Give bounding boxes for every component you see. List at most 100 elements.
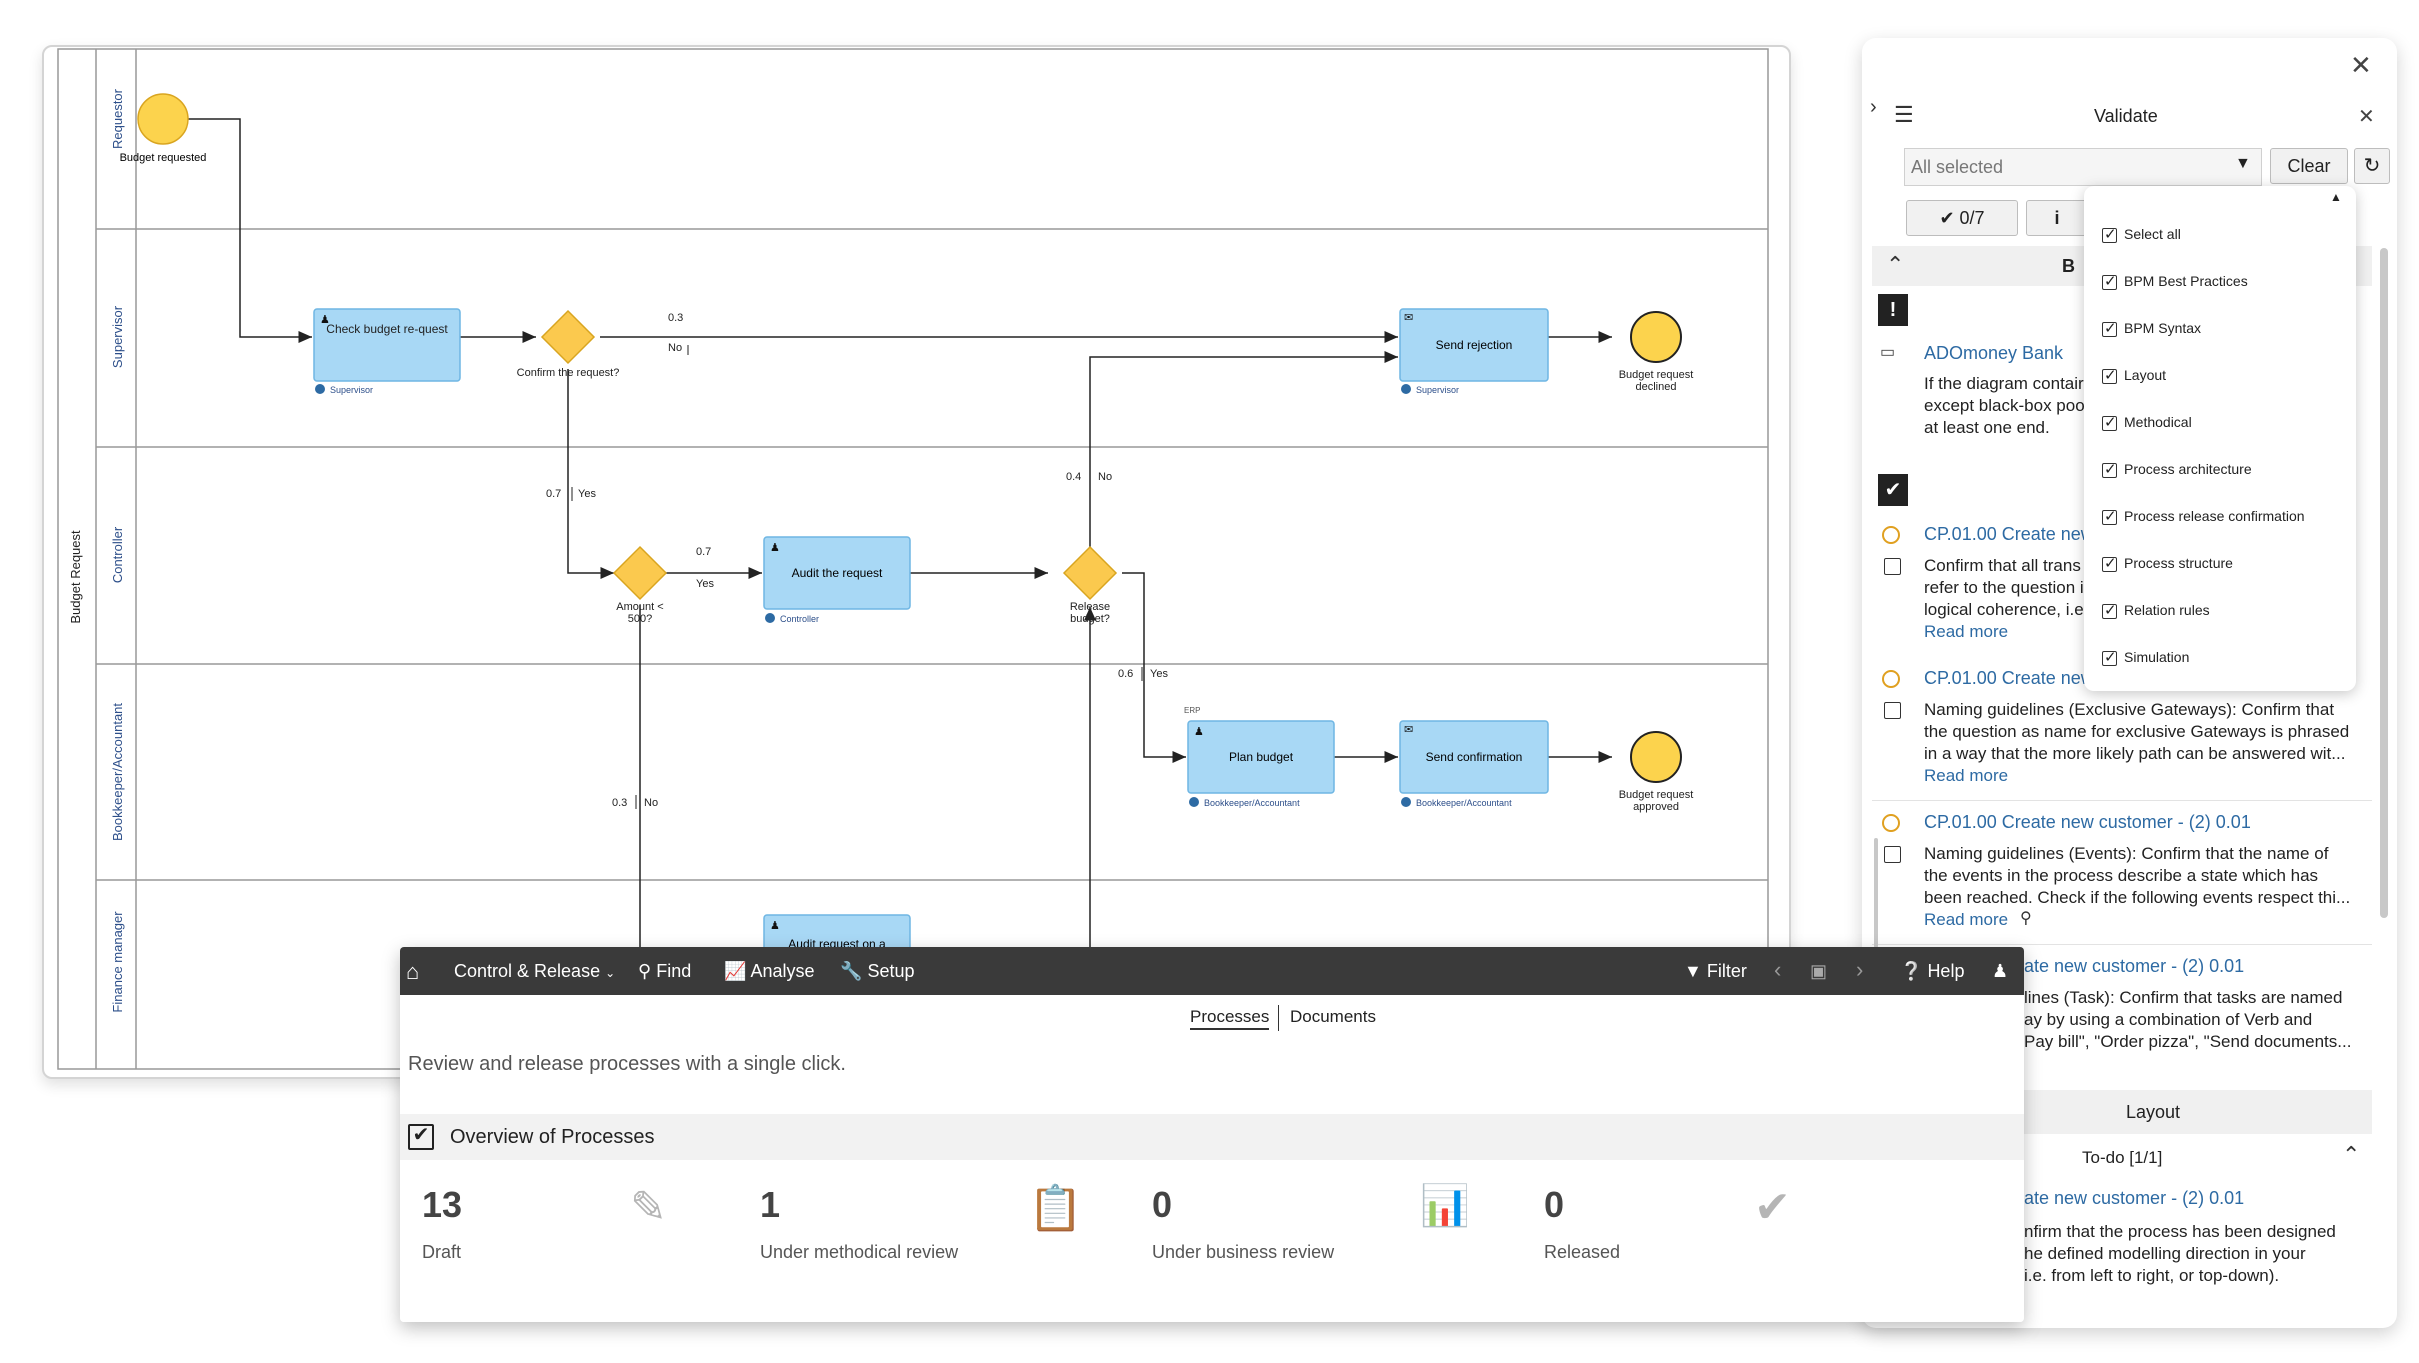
person-icon: ♟: [320, 314, 330, 326]
refresh-icon[interactable]: ↻: [2354, 148, 2390, 184]
pencil-icon: ✎: [630, 1183, 667, 1232]
rule-4-text-3: Pay bill", "Order pizza", "Send document…: [2024, 1032, 2352, 1051]
rule-4-ref[interactable]: ate new customer - (2) 0.01: [2024, 956, 2245, 976]
lane-label-bookkeeper: Bookkeeper/Accountant: [110, 703, 125, 841]
rule-filter-select[interactable]: All selected ▼: [1904, 148, 2262, 186]
rule-4-text-1: lines (Task): Confirm that tasks are nam…: [2024, 988, 2343, 1007]
person-icon: ♟: [770, 920, 780, 932]
lane-label-finance-manager: Finance manager: [110, 911, 125, 1013]
section-letter: B: [2062, 256, 2075, 276]
diagram-icon: ▭: [1880, 344, 1896, 361]
pending-icon: [1882, 526, 1900, 544]
collapse-panel-icon[interactable]: ›: [1870, 96, 1877, 118]
task-role-audit-request: Controller: [780, 614, 819, 624]
left-scroll-indicator[interactable]: [1874, 838, 1878, 948]
help-icon: ❔: [1900, 961, 1923, 981]
menu-analyse[interactable]: 📈 Analyse: [724, 961, 815, 981]
flow-label-amount-yes: Yes: [696, 578, 714, 590]
category-filter-dropdown[interactable]: ▲ Select all BPM Best Practices BPM Synt…: [2084, 186, 2356, 691]
scrollbar-thumb[interactable]: [2380, 248, 2388, 918]
rule-3-text-2: the events in the process describe a sta…: [1924, 866, 2319, 885]
rule-2-text-3: in a way that the more likely path can b…: [1924, 744, 2346, 763]
page-description: Review and release processes with a sing…: [408, 1053, 846, 1075]
rule-3-read-more[interactable]: Read more: [1924, 910, 2009, 929]
task-plan-budget[interactable]: ERP ♟ Plan budget Bookkeeper/Accountant: [1184, 706, 1335, 808]
lightbulb-icon: ⚲: [2020, 910, 2032, 927]
start-event-circle[interactable]: [137, 93, 189, 145]
tab-documents[interactable]: Documents: [1290, 1007, 1376, 1026]
layout-section-title: Layout: [2126, 1102, 2181, 1122]
chevron-up-icon: ⌃: [1886, 252, 1905, 277]
pending-icon: [1882, 814, 1900, 832]
rule-1-read-more[interactable]: Read more: [1924, 622, 2009, 641]
tab-processes[interactable]: Processes: [1190, 1007, 1270, 1030]
task-audit-request[interactable]: ♟ Audit the request Controller: [763, 536, 911, 624]
rule-5-text-3: i.e. from left to right, or top-down).: [2024, 1266, 2280, 1285]
scroll-up-arrow-icon[interactable]: ▲: [2330, 190, 2342, 204]
home-icon[interactable]: ⌂: [406, 959, 420, 984]
control-release-app[interactable]: ⌂ Control & Release ⌄ ⚲ Find 📈 Analyse 🔧…: [400, 947, 2024, 1322]
task-role-check-budget: Supervisor: [330, 385, 373, 395]
gateway-release-budget[interactable]: Release budget?: [1052, 545, 1128, 637]
end-event-declined-circle[interactable]: [1630, 311, 1682, 363]
close-window-icon[interactable]: ✕: [2350, 50, 2372, 80]
menu-filter[interactable]: ▼ Filter: [1684, 961, 1747, 981]
item-bank-title[interactable]: ADOmoney Bank: [1924, 343, 2064, 363]
clear-button[interactable]: Clear: [2270, 148, 2348, 184]
checkbox-icon[interactable]: ✔: [408, 1124, 434, 1150]
kpi-card-released[interactable]: 0 Released ✔: [1522, 1162, 2024, 1322]
close-panel-icon[interactable]: ✕: [2358, 106, 2375, 128]
chevron-down-icon: ⌄: [605, 966, 616, 980]
gateway-amount[interactable]: Amount < 500?: [604, 545, 676, 637]
task-send-rejection[interactable]: ✉ Send rejection Supervisor: [1399, 308, 1549, 395]
rule-1-checkbox[interactable]: [1884, 558, 1901, 575]
menu-help[interactable]: ❔ Help: [1900, 961, 1965, 981]
forward-arrow-icon[interactable]: ›: [1856, 957, 1864, 982]
rule-filter-value: All selected: [1911, 157, 2004, 177]
task-role-send-confirmation: Bookkeeper/Accountant: [1416, 798, 1512, 808]
rule-3-ref[interactable]: CP.01.00 Create new customer - (2) 0.01: [1924, 812, 2251, 832]
user-icon[interactable]: ♟: [1992, 961, 2009, 981]
person-icon: ♟: [770, 542, 780, 554]
chart-check-icon: 📊: [1420, 1184, 1470, 1228]
passed-count-badge[interactable]: ✔ 0/7: [1906, 200, 2018, 236]
menu-setup[interactable]: 🔧 Setup: [840, 961, 915, 981]
flow-label-release-yes: Yes: [1150, 668, 1168, 680]
hamburger-menu-icon[interactable]: ☰: [1894, 102, 1914, 127]
bpmn-diagram[interactable]: Budget Request Requestor Supervisor Cont…: [44, 47, 1789, 1077]
rule-4-text-2: ay by using a combination of Verb and: [2024, 1010, 2313, 1029]
rule-2-read-more[interactable]: Read more: [1924, 766, 2009, 785]
flow-prob-release-no: 0.4: [1066, 471, 1081, 483]
window-icon[interactable]: ▣: [1810, 961, 1828, 981]
tab-processes-label: Processes: [1190, 1007, 1270, 1030]
kpi-card-methodical-review[interactable]: 1 Under methodical review 📋: [738, 1162, 1131, 1322]
kpi-business-value: 0: [1152, 1184, 1173, 1225]
rule-3-text-1: Naming guidelines (Events): Confirm that…: [1924, 844, 2329, 863]
rule-1-ref[interactable]: CP.01.00 Create new: [1924, 524, 2094, 544]
task-label-plan-budget: Plan budget: [1229, 750, 1294, 764]
todo-header[interactable]: To-do [1/1] ⌃: [1872, 1140, 2372, 1178]
overview-section-header[interactable]: ✔ Overview of Processes: [400, 1114, 2024, 1160]
flow-label-amount-no: No: [644, 797, 658, 809]
task-label-send-rejection: Send rejection: [1436, 338, 1513, 352]
rule-5-ref[interactable]: ate new customer - (2) 0.01: [2024, 1188, 2245, 1208]
wrench-icon: 🔧: [840, 961, 863, 981]
process-diagram-window[interactable]: Budget Request Requestor Supervisor Cont…: [42, 45, 1791, 1079]
kpi-card-draft[interactable]: 13 Draft ✎: [400, 1162, 739, 1322]
rule-2-ref[interactable]: CP.01.00 Create new: [1924, 668, 2094, 688]
kpi-card-business-review[interactable]: 0 Under business review 📊: [1130, 1162, 1523, 1322]
rule-2-checkbox[interactable]: [1884, 702, 1901, 719]
task-check-budget[interactable]: ♟ Check budget re-quest Supervisor: [313, 308, 461, 395]
rule-5-text-1: nfirm that the process has been designed: [2024, 1222, 2336, 1241]
menu-control-release[interactable]: Control & Release ⌄: [454, 961, 616, 981]
end-event-approved-circle[interactable]: [1630, 731, 1682, 783]
lane-label-controller: Controller: [110, 526, 125, 583]
task-send-confirmation[interactable]: ✉ Send confirmation Bookkeeper/Accountan…: [1399, 720, 1549, 808]
rule-3-checkbox[interactable]: [1884, 846, 1901, 863]
gateway-confirm-request[interactable]: Confirm the request?: [514, 309, 622, 403]
back-arrow-icon[interactable]: ‹: [1774, 957, 1782, 982]
info-filter-button[interactable]: i: [2026, 200, 2088, 236]
chevron-up-icon: ⌃: [2342, 1142, 2361, 1167]
pool-label: Budget Request: [68, 530, 83, 624]
menu-find[interactable]: ⚲ Find: [638, 961, 692, 981]
